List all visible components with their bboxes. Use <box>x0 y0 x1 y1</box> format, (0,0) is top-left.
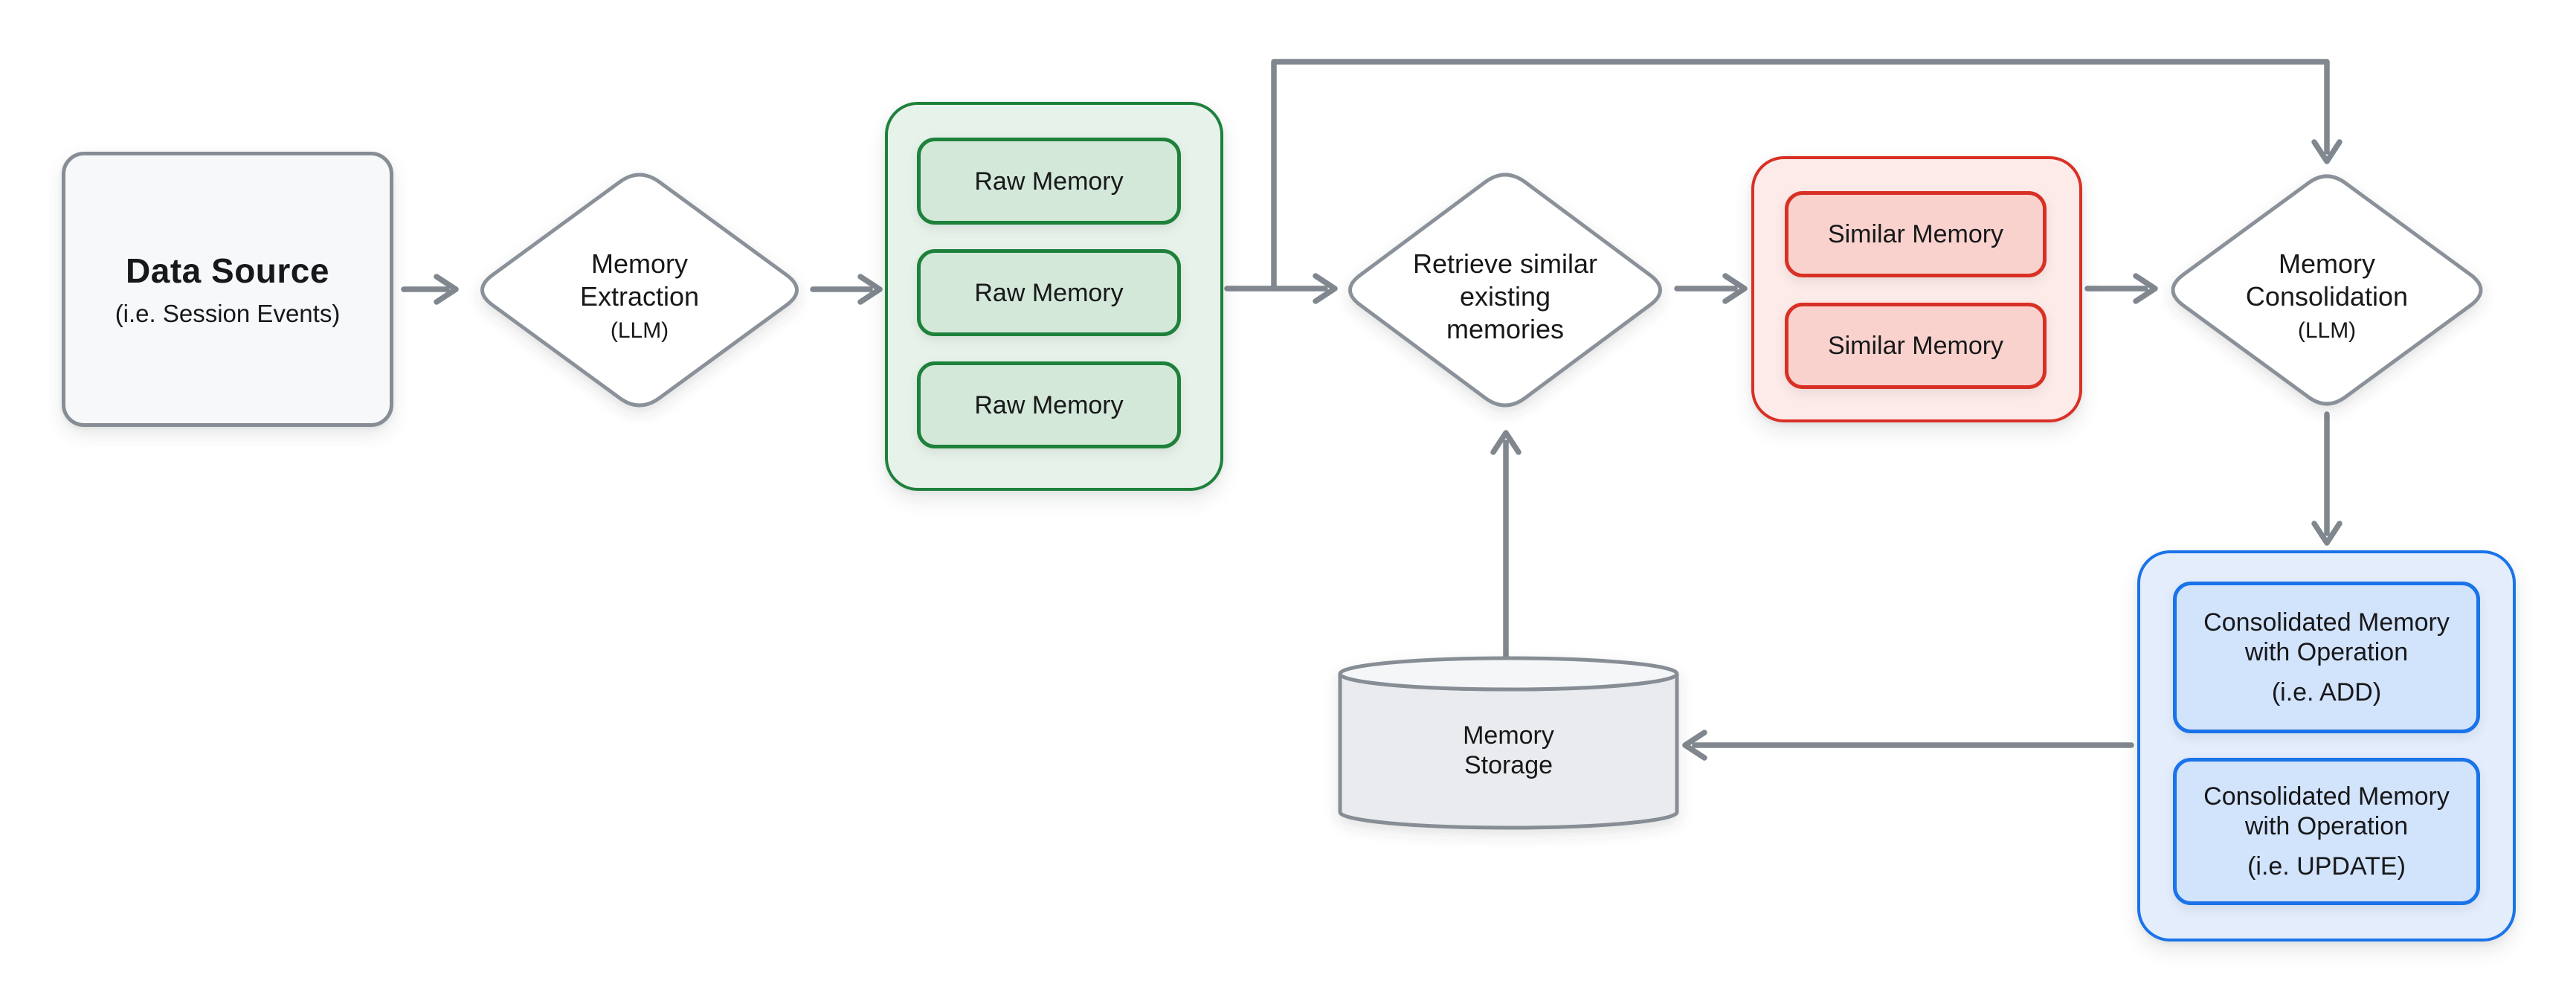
arrowhead-right-icon <box>1722 273 1748 304</box>
consolidated-update-line2: with Operation <box>2244 812 2409 840</box>
similar-memory-container: Similar Memory Similar Memory <box>1751 156 2082 422</box>
arrowhead-right-icon <box>857 274 883 305</box>
consolidated-memory-item-update: Consolidated Memory with Operation (i.e.… <box>2173 758 2480 905</box>
consolidated-add-subtitle: (i.e. ADD) <box>2271 678 2382 707</box>
edge-similarmemory-to-consolidation <box>2084 273 2158 304</box>
edge-extraction-to-rawmemory <box>810 274 883 305</box>
edge-feedback-rawmemory-to-consolidation <box>1271 59 2342 292</box>
memory-extraction-diamond <box>480 173 799 408</box>
similar-memory-label-1: Similar Memory <box>1827 220 2004 248</box>
arrowhead-down-icon <box>2311 521 2342 546</box>
arrowhead-right-icon <box>1313 273 1338 304</box>
raw-memory-item-2: Raw Memory <box>917 249 1181 336</box>
arrowhead-right-icon <box>2133 273 2158 304</box>
raw-memory-container: Raw Memory Raw Memory Raw Memory <box>885 102 1223 491</box>
edge-storage-to-retrieve <box>1490 430 1522 660</box>
consolidated-add-line2: with Operation <box>2244 638 2409 666</box>
edge-consolidation-to-consolidated <box>2311 411 2342 546</box>
consolidated-add-line1: Consolidated Memory <box>2203 608 2450 637</box>
consolidated-update-line1: Consolidated Memory <box>2203 782 2450 811</box>
raw-memory-label-3: Raw Memory <box>974 390 1124 419</box>
arrowhead-up-icon <box>1490 430 1522 455</box>
raw-memory-label-2: Raw Memory <box>974 278 1124 307</box>
data-source-subtitle: (i.e. Session Events) <box>115 300 341 327</box>
consolidated-memory-container: Consolidated Memory with Operation (i.e.… <box>2137 550 2516 942</box>
similar-memory-item-1: Similar Memory <box>1785 191 2047 277</box>
consolidated-memory-item-add: Consolidated Memory with Operation (i.e.… <box>2173 582 2480 733</box>
raw-memory-item-3: Raw Memory <box>917 361 1181 448</box>
arrowhead-down-icon <box>2311 139 2342 164</box>
edge-rawmemory-to-retrieve <box>1224 273 1338 304</box>
arrowhead-left-icon <box>1682 730 1707 761</box>
memory-storage-cylinder <box>1338 656 1679 830</box>
retrieve-memories-diamond <box>1348 173 1662 408</box>
similar-memory-item-2: Similar Memory <box>1785 303 2047 389</box>
raw-memory-item-1: Raw Memory <box>917 138 1181 225</box>
edge-datasource-to-extraction <box>401 274 459 305</box>
similar-memory-label-2: Similar Memory <box>1827 332 2004 360</box>
data-source-node: Data Source (i.e. Session Events) <box>62 152 393 427</box>
edge-consolidated-to-storage <box>1682 730 2134 761</box>
data-source-title: Data Source <box>126 251 329 290</box>
memory-consolidation-diamond <box>2171 174 2483 406</box>
raw-memory-label-1: Raw Memory <box>974 167 1124 196</box>
consolidated-update-subtitle: (i.e. UPDATE) <box>2247 852 2406 881</box>
arrowhead-right-icon <box>434 274 459 305</box>
edge-retrieve-to-similarmemory <box>1674 273 1748 304</box>
